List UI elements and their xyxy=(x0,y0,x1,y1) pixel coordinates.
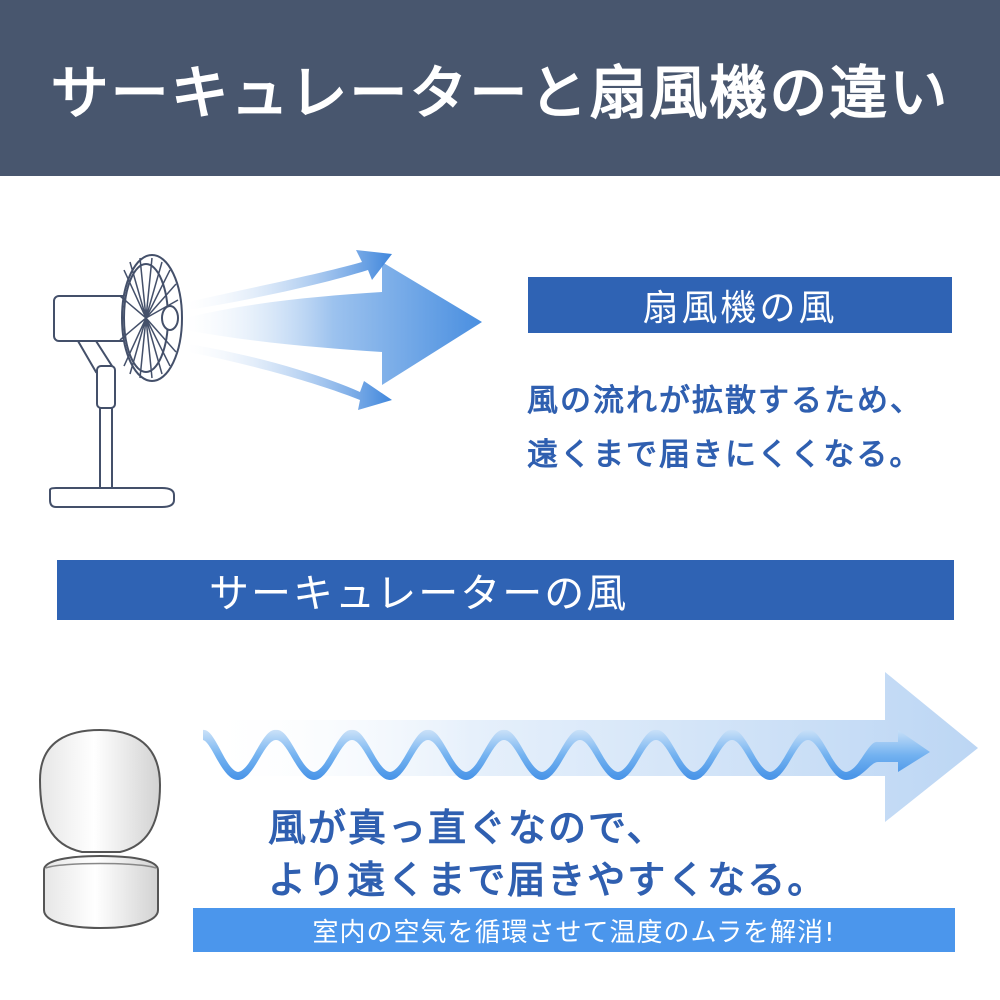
fan-desc-line: 風の流れが拡散するため、 xyxy=(527,383,923,419)
straight-wind-arrow xyxy=(200,672,978,822)
electric-fan-icon xyxy=(49,254,183,508)
spread-wind-arrows xyxy=(185,250,482,410)
circulator-desc-line: より遠くまで届きやすくなる。 xyxy=(268,858,828,902)
header: サーキュレーターと扇風機の違い xyxy=(0,0,1000,176)
fan-description: 風の流れが拡散するため、 遠くまで届きにくくなる。 xyxy=(527,374,987,482)
fan-wind-label: 扇風機の風 xyxy=(528,277,952,333)
circulator-sub-banner: 室内の空気を循環させて温度のムラを解消! xyxy=(193,908,955,952)
fan-desc-line: 遠くまで届きにくくなる。 xyxy=(527,437,923,473)
circulator-desc-line: 風が真っ直ぐなので、 xyxy=(268,806,667,850)
circulator-description: 風が真っ直ぐなので、 より遠くまで届きやすくなる。 xyxy=(268,802,888,906)
circulator-icon xyxy=(38,728,162,930)
circulator-wind-label: サーキュレーターの風 xyxy=(57,560,954,620)
page-title: サーキュレーターと扇風機の違い xyxy=(50,59,950,127)
